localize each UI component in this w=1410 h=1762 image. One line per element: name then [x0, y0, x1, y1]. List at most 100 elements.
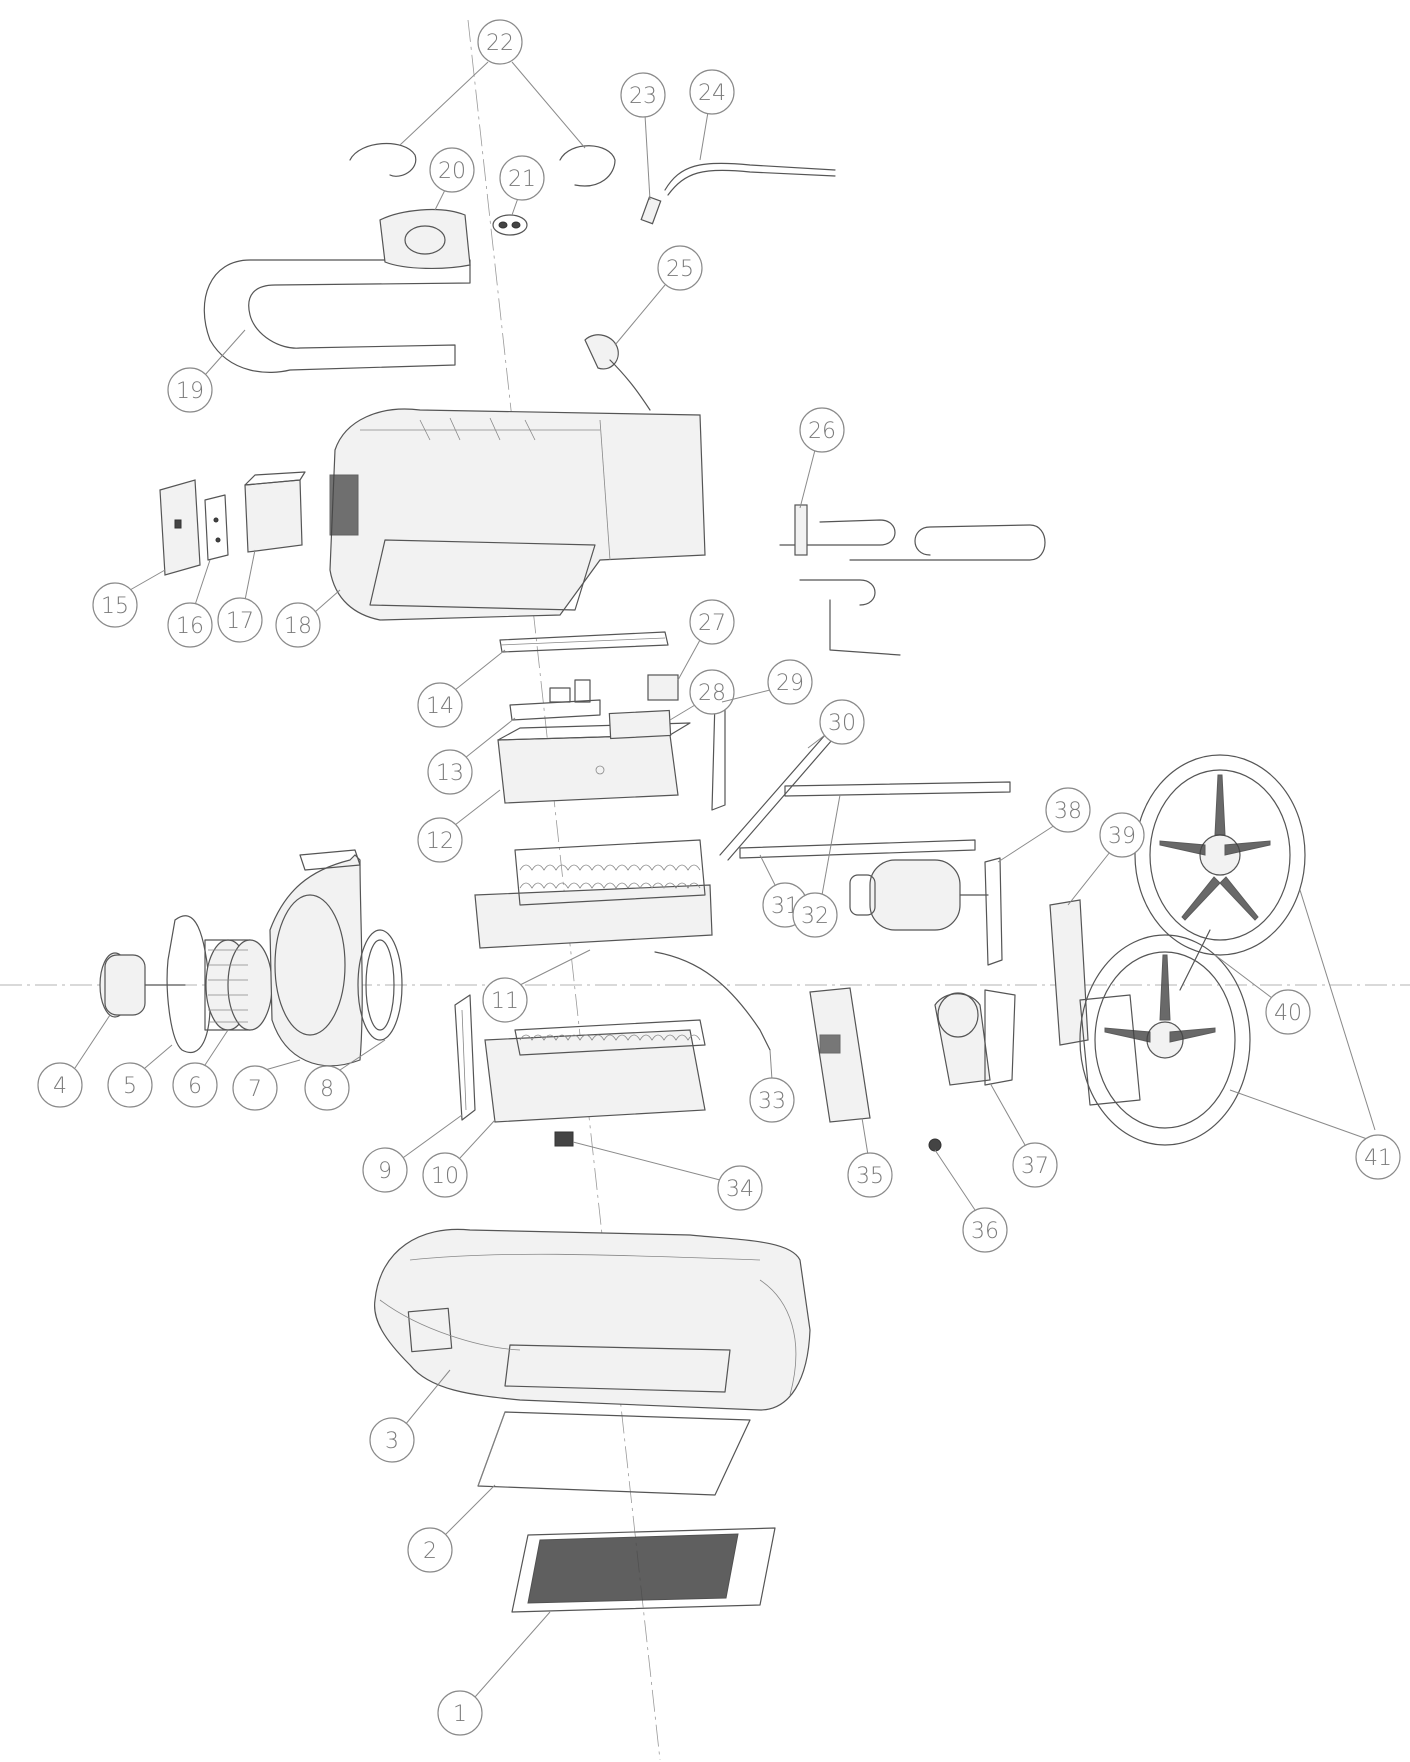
part-top-cap	[379, 208, 471, 270]
part-power-plug	[584, 334, 651, 411]
part-capacitor	[647, 674, 679, 701]
callout: 25	[614, 245, 703, 346]
part-fitting	[640, 196, 662, 225]
svg-text:28: 28	[698, 681, 726, 706]
callout: 35	[847, 1117, 893, 1198]
svg-text:8: 8	[320, 1077, 334, 1102]
part-evaporator-coil	[484, 1019, 706, 1123]
svg-text:4: 4	[53, 1074, 67, 1099]
part-display-pcb	[204, 494, 229, 561]
svg-text:39: 39	[1108, 824, 1136, 849]
callout: 29	[721, 659, 813, 705]
callout: 1	[437, 1611, 551, 1736]
svg-text:5: 5	[123, 1074, 137, 1099]
part-rail-31	[739, 839, 976, 859]
callout: 13	[427, 717, 516, 795]
svg-text:22: 22	[486, 31, 514, 56]
callout: 32	[792, 794, 841, 938]
svg-text:26: 26	[808, 419, 836, 444]
svg-text:1: 1	[453, 1702, 467, 1727]
svg-text:17: 17	[226, 609, 254, 634]
svg-text:27: 27	[698, 611, 726, 636]
callout: 8	[304, 1039, 386, 1111]
svg-text:35: 35	[856, 1164, 884, 1189]
part-condenser-coil	[474, 839, 713, 949]
callout: 40	[1214, 954, 1311, 1035]
callout: 23	[620, 72, 666, 201]
svg-text:37: 37	[1021, 1154, 1049, 1179]
svg-text:33: 33	[758, 1089, 786, 1114]
svg-text:7: 7	[248, 1077, 262, 1102]
callout: 20	[429, 147, 475, 211]
part-panel-cover	[159, 479, 201, 576]
callout: 6	[172, 1029, 229, 1108]
part-seal	[492, 214, 528, 236]
callout: 14	[417, 649, 506, 728]
callout: 7	[232, 1059, 301, 1111]
svg-text:24: 24	[698, 81, 726, 106]
svg-text:3: 3	[385, 1429, 399, 1454]
part-float	[928, 1138, 942, 1152]
part-motor-plate	[166, 915, 211, 1053]
callout: 28	[669, 669, 735, 721]
callout: 33	[749, 1049, 795, 1123]
callout-layer: 1 2 3 4 5 6 7	[37, 19, 1401, 1736]
callout: 10	[422, 1119, 496, 1198]
callout: 21	[499, 155, 545, 216]
callout: 37	[989, 1082, 1058, 1188]
svg-text:16: 16	[176, 614, 204, 639]
callout: 18	[275, 589, 341, 648]
callout: 11	[482, 949, 591, 1023]
svg-text:19: 19	[176, 379, 204, 404]
callout: 30	[807, 699, 865, 749]
svg-text:14: 14	[426, 694, 454, 719]
part-control-board	[509, 679, 601, 721]
part-fan-motor	[99, 952, 186, 1018]
callout: 36	[934, 1149, 1008, 1253]
svg-text:32: 32	[801, 904, 829, 929]
callout: 3	[369, 1369, 451, 1463]
part-drain-hose	[664, 162, 836, 196]
svg-text:15: 15	[101, 594, 129, 619]
callout: 17	[217, 549, 263, 643]
callout: 34	[572, 1141, 763, 1211]
callout: 19	[167, 329, 246, 413]
svg-text:30: 30	[828, 711, 856, 736]
callout: 5	[107, 1044, 173, 1108]
svg-text:38: 38	[1054, 799, 1082, 824]
svg-text:2: 2	[423, 1539, 437, 1564]
assembly-axes	[0, 19, 1410, 1761]
callout: 26	[799, 407, 845, 509]
callout: 39	[1067, 812, 1145, 906]
callout: 24	[689, 69, 735, 161]
svg-text:40: 40	[1274, 1001, 1302, 1026]
callout: 41	[1229, 889, 1401, 1180]
svg-text:11: 11	[491, 989, 519, 1014]
part-lower-housing	[373, 1228, 811, 1411]
part-side-bracket	[454, 994, 476, 1121]
part-clamps	[349, 143, 616, 187]
svg-text:6: 6	[188, 1074, 202, 1099]
callout: 22	[399, 19, 586, 149]
svg-text:41: 41	[1364, 1146, 1392, 1171]
part-pump-housing	[934, 989, 1016, 1086]
part-front-grille	[511, 1527, 776, 1613]
svg-text:23: 23	[629, 84, 657, 109]
callout: 15	[92, 569, 166, 628]
part-filter-panel	[477, 1411, 751, 1496]
callout: 16	[167, 559, 213, 648]
part-base-plate	[1049, 899, 1141, 1106]
part-upper-housing	[329, 408, 706, 621]
svg-text:21: 21	[508, 167, 536, 192]
part-wheels	[1079, 754, 1306, 1146]
part-blower-housing	[269, 849, 363, 1067]
part-relay	[608, 709, 672, 740]
callout: 2	[407, 1484, 496, 1573]
svg-text:36: 36	[971, 1219, 999, 1244]
svg-text:25: 25	[666, 257, 694, 282]
part-handle	[203, 259, 471, 373]
svg-text:12: 12	[426, 829, 454, 854]
svg-text:29: 29	[776, 671, 804, 696]
svg-text:13: 13	[436, 761, 464, 786]
part-display-box	[244, 471, 306, 553]
